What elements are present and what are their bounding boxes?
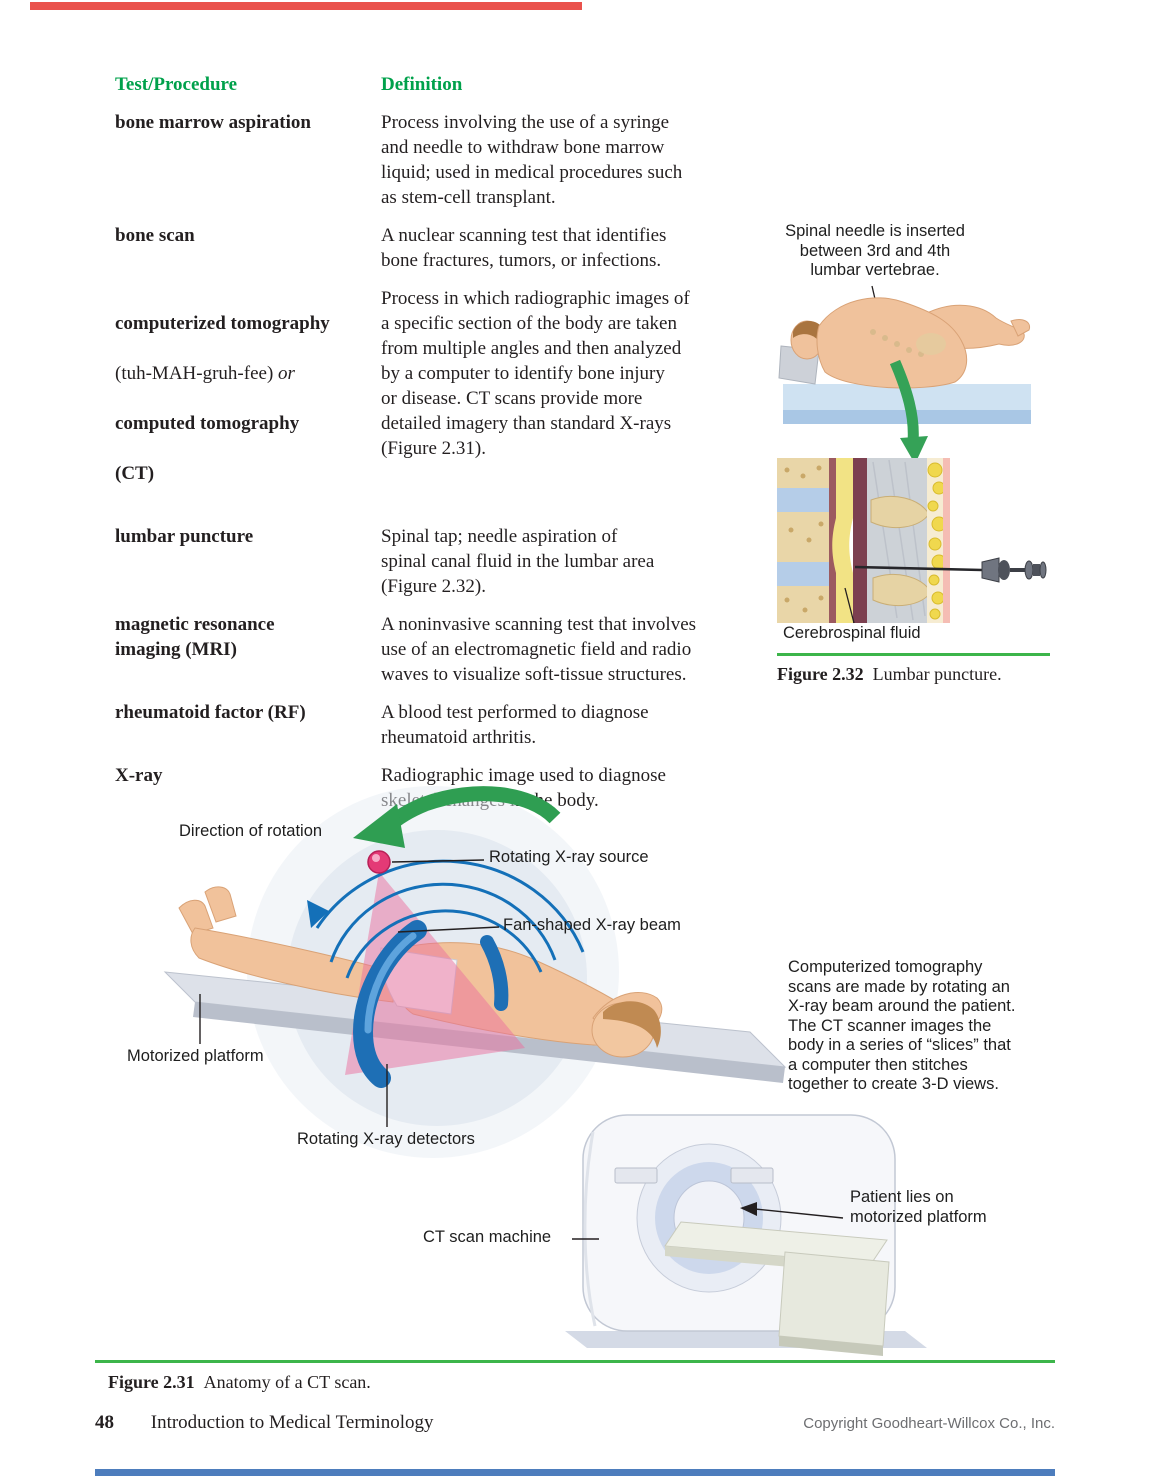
term-lumbar-puncture: lumbar puncture: [115, 526, 254, 547]
ct-machine-graphic: [565, 1114, 927, 1356]
definition-text: Process in which radiographic images of …: [381, 288, 690, 459]
direction-of-rotation-label: Direction of rotation: [179, 822, 323, 840]
ct-scan-illustration: [163, 786, 927, 1356]
ct-explanation-text: Computerized tomography scans are made b…: [788, 958, 1016, 1093]
term-line-4: (CT): [115, 463, 155, 484]
csf-channel-graphic: [832, 458, 853, 623]
spinal-needle-graphic: [854, 557, 1047, 583]
term-bone-scan: bone scan: [115, 225, 195, 246]
ct-scan-machine-label: CT scan machine: [423, 1228, 552, 1246]
definition-text: A nuclear scanning test that identifies …: [381, 225, 667, 271]
term-rheumatoid-factor: rheumatoid factor (RF): [115, 702, 306, 723]
detector-ribbon-graphic: [352, 920, 509, 1088]
lumbar-puncture-illustration: [777, 285, 1047, 624]
term-line-3: computed tomography: [115, 413, 300, 434]
figure-231-rule: [95, 1360, 1055, 1363]
figure-2-31: Direction of rotation Rotating X-ray sou…: [95, 780, 1060, 1405]
rotating-xray-source-label: Rotating X-ray source: [489, 848, 649, 866]
page-bottom-blue-rule: [95, 1469, 1055, 1476]
test-procedure-table: Test/Procedure Definition bone marrow as…: [115, 72, 771, 813]
figure-232-rule: [777, 653, 1050, 656]
fan-shaped-beam-label: Fan-shaped X-ray beam: [503, 916, 681, 934]
term-bone-marrow-aspiration: bone marrow aspiration: [115, 112, 311, 133]
book-title: Introduction to Medical Terminology: [150, 1412, 434, 1433]
patient-arrowhead: [740, 1202, 757, 1216]
spinal-needle-annotation: Spinal needle is inserted between 3rd an…: [785, 222, 965, 279]
figure-2-32: Spinal needle is inserted between 3rd an…: [775, 222, 1065, 700]
term-line-1: computerized tomography: [115, 313, 330, 334]
spine-graphic: [870, 329, 946, 357]
term-computerized-tomography: computerized tomography (tuh-MAH-gruh-fe…: [115, 286, 381, 511]
patient-lies-label: Patient lies on motorized platform: [850, 1188, 987, 1226]
rotating-detectors-label: Rotating X-ray detectors: [297, 1130, 475, 1148]
page-footer: Copyright Goodheart-Willcox Co., Inc. 48…: [95, 1412, 1055, 1434]
copyright-text: Copyright Goodheart-Willcox Co., Inc.: [803, 1415, 1055, 1432]
spine-cross-section-graphic: [777, 458, 950, 623]
definition-text: Spinal tap; needle aspiration of spinal …: [381, 526, 655, 597]
page-number: 48: [95, 1412, 114, 1433]
fan-beam-graphic: [345, 872, 525, 1075]
term-pronunciation: (tuh-MAH-gruh-fee) or: [115, 363, 295, 384]
column-header-definition: Definition: [381, 74, 463, 95]
leader-lines: [199, 859, 844, 1240]
green-down-arrow-icon: [889, 359, 928, 464]
control-panel-graphic: [730, 1167, 774, 1184]
page-top-red-rule: [30, 2, 582, 10]
fat-layer-graphic: [927, 462, 947, 620]
motorized-platform-label: Motorized platform: [127, 1047, 264, 1065]
term-x-ray: X-ray: [115, 765, 163, 786]
definition-text: A blood test performed to diagnose rheum…: [381, 702, 649, 748]
side-lying-patient-graphic: [790, 297, 1031, 389]
xray-rotation-arcs: [307, 859, 585, 979]
definition-text: Process involving the use of a syringe a…: [381, 112, 683, 208]
column-header-test: Test/Procedure: [115, 74, 238, 95]
term-mri: magnetic resonance imaging (MRI): [115, 614, 275, 660]
rotation-arrow-icon: [353, 786, 561, 848]
cerebrospinal-fluid-label: Cerebrospinal fluid: [783, 624, 921, 642]
definition-text: A noninvasive scanning test that involve…: [381, 614, 697, 685]
control-panel-graphic: [614, 1167, 658, 1184]
csf-pointer-line: [844, 587, 855, 624]
xray-source-graphic: [367, 850, 391, 874]
